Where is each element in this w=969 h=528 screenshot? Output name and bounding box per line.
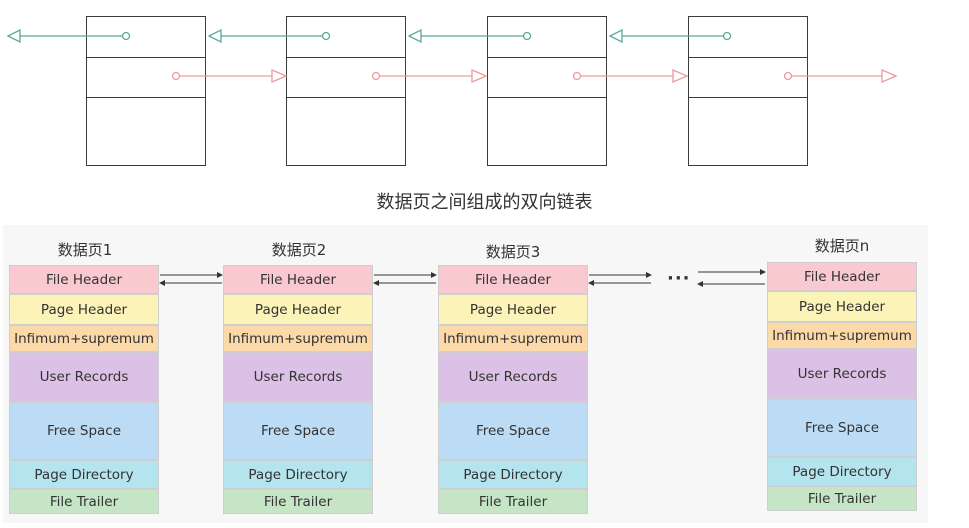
user-records-block: User Records	[438, 352, 588, 402]
page-directory-block: Page Directory	[223, 460, 373, 489]
file-header-block: File Header	[438, 265, 588, 294]
infimum-supremum-block: Infimum+supremum	[223, 325, 373, 352]
file-header-block: File Header	[9, 265, 159, 294]
page-header-block: Page Header	[767, 291, 917, 322]
list-node-1	[86, 16, 206, 166]
page-title-2: 数据页2	[271, 241, 327, 259]
user-records-block: User Records	[767, 349, 917, 399]
free-space-block: Free Space	[223, 402, 373, 460]
node-next-pointer	[488, 57, 606, 98]
node-prev-pointer	[689, 17, 807, 58]
page-header-block: Page Header	[223, 294, 373, 325]
page-directory-block: Page Directory	[9, 460, 159, 489]
node-prev-pointer	[488, 17, 606, 58]
file-trailer-block: File Trailer	[9, 489, 159, 514]
infimum-supremum-block: Infimum+supremum	[9, 325, 159, 352]
list-node-3	[487, 16, 607, 166]
page-title-n: 数据页n	[814, 237, 870, 255]
infimum-supremum-block: Infimum+supremum	[767, 322, 917, 349]
page-title-3: 数据页3	[485, 243, 541, 261]
list-node-2	[286, 16, 406, 166]
page-header-block: Page Header	[9, 294, 159, 325]
list-node-4	[688, 16, 808, 166]
node-next-pointer	[287, 57, 405, 98]
free-space-block: Free Space	[9, 402, 159, 460]
file-trailer-block: File Trailer	[438, 489, 588, 514]
free-space-block: Free Space	[767, 399, 917, 457]
ellipsis-indicator: ···	[667, 268, 691, 289]
node-prev-pointer	[87, 17, 205, 58]
node-prev-pointer	[287, 17, 405, 58]
file-trailer-block: File Trailer	[767, 486, 917, 511]
infimum-supremum-block: Infimum+supremum	[438, 325, 588, 352]
page-header-block: Page Header	[438, 294, 588, 325]
free-space-block: Free Space	[438, 402, 588, 460]
node-next-pointer	[87, 57, 205, 98]
page-title-1: 数据页1	[57, 241, 113, 259]
user-records-block: User Records	[223, 352, 373, 402]
user-records-block: User Records	[9, 352, 159, 402]
diagram-caption: 数据页之间组成的双向链表	[376, 192, 593, 213]
file-header-block: File Header	[223, 265, 373, 294]
page-directory-block: Page Directory	[767, 457, 917, 486]
file-header-block: File Header	[767, 262, 917, 291]
node-next-pointer	[689, 57, 807, 98]
file-trailer-block: File Trailer	[223, 489, 373, 514]
page-directory-block: Page Directory	[438, 460, 588, 489]
